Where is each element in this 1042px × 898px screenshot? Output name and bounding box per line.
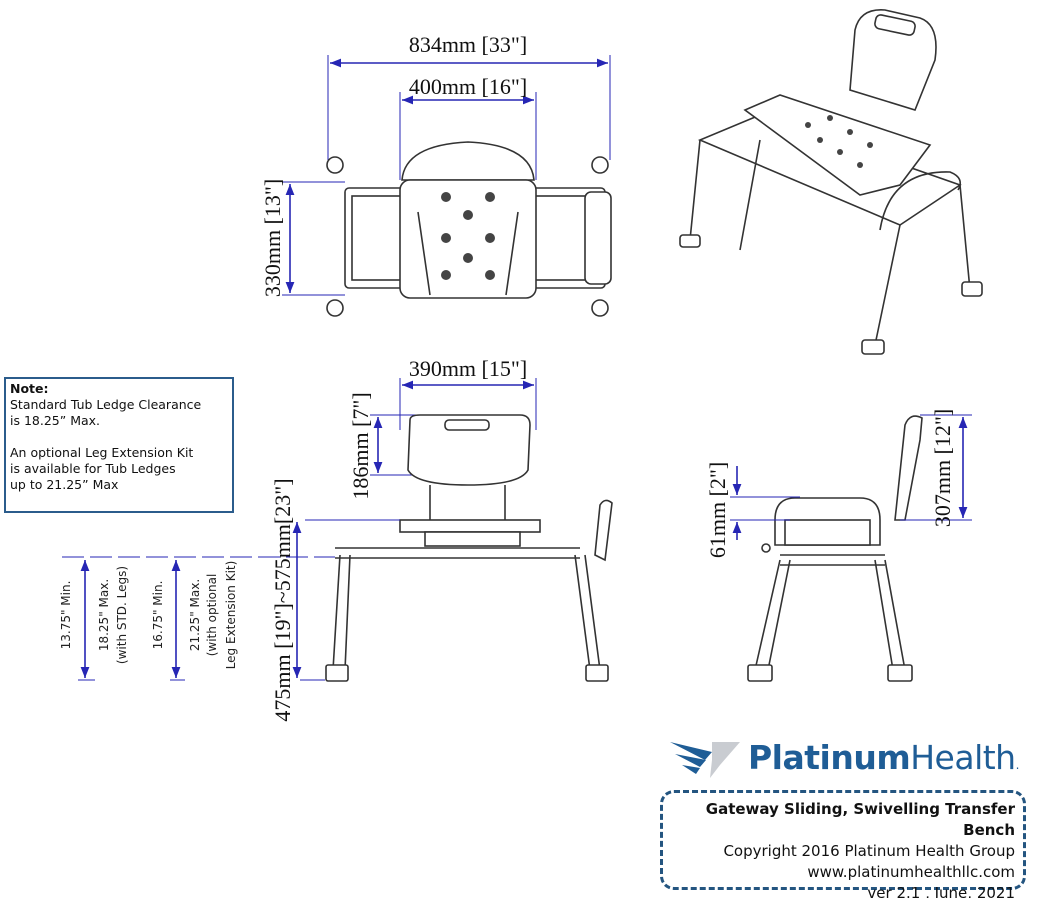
label-330: 330mm [13"] xyxy=(260,179,285,297)
std-min-label: 13.75" Min. xyxy=(59,581,73,650)
wing-logo-icon xyxy=(670,742,740,778)
label-307: 307mm [12"] xyxy=(930,409,955,527)
copyright: Copyright 2016 Platinum Health Group xyxy=(723,842,1015,860)
ext-note1-label: (with optional xyxy=(205,574,219,657)
brand-mark: . xyxy=(1015,758,1020,772)
website-link[interactable]: www.platinumhealthllc.com xyxy=(807,863,1015,881)
std-max-label: 18.25" Max. xyxy=(97,579,111,651)
end-view: 61mm [2"] 307mm [12"] xyxy=(705,409,972,682)
std-note-label: (with STD. Legs) xyxy=(115,566,129,664)
side-view: 390mm [15"] 186mm [7"] 475mm [19"]~575mm… xyxy=(270,356,613,722)
note-line: up to 21.25” Max xyxy=(10,477,119,492)
label-61: 61mm [2"] xyxy=(705,462,730,558)
top-view: 834mm [33"] 400mm [16"] 330mm [13"] xyxy=(260,32,612,317)
product-info-box: Gateway Sliding, Swivelling Transfer Ben… xyxy=(660,790,1026,898)
note-box: Note: Standard Tub Ledge Clearance is 18… xyxy=(4,377,234,513)
isometric-view xyxy=(679,9,983,355)
ext-min-label: 16.75" Min. xyxy=(151,581,165,650)
note-line: Standard Tub Ledge Clearance xyxy=(10,397,202,412)
note-line: is 18.25” Max. xyxy=(10,413,101,428)
brand-logo: PlatinumHealth. xyxy=(748,738,1019,777)
brand-bold: Platinum xyxy=(748,738,911,777)
ext-max-label: 21.25" Max. xyxy=(188,579,202,651)
brand-regular: Health xyxy=(910,738,1016,777)
ext-note2-label: Leg Extension Kit) xyxy=(224,561,238,670)
label-400: 400mm [16"] xyxy=(409,74,527,99)
label-390: 390mm [15"] xyxy=(409,356,527,381)
product-name: Gateway Sliding, Swivelling Transfer Ben… xyxy=(705,800,1015,839)
note-line: An optional Leg Extension Kit xyxy=(10,445,194,460)
label-834: 834mm [33"] xyxy=(409,32,527,57)
label-186: 186mm [7"] xyxy=(348,392,373,499)
version: ver 2.1 , June, 2021 xyxy=(867,884,1015,898)
note-title: Note: xyxy=(10,381,49,396)
tub-height-dimensions: 13.75" Min. 18.25" Max. (with STD. Legs)… xyxy=(59,556,335,681)
label-475-575: 475mm [19"]~575mm[23"] xyxy=(270,478,295,721)
note-line: is available for Tub Ledges xyxy=(10,461,176,476)
